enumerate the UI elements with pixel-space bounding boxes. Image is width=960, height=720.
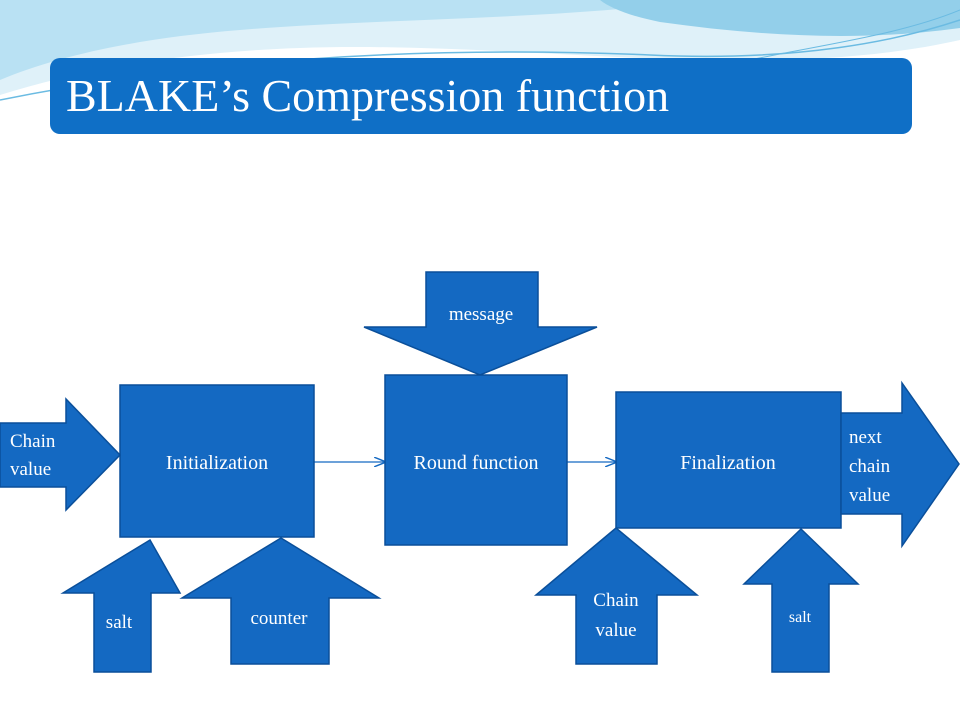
wave-band-dark — [600, 0, 960, 36]
salt-input-arrow-right: salt — [742, 527, 860, 673]
salt-left-label: salt — [106, 612, 133, 633]
chain-value-input-label-line2: value — [10, 459, 51, 480]
next-chain-value-output-arrow: next chain value — [840, 380, 960, 549]
finalization-box: Finalization — [615, 391, 842, 529]
next-chain-value-label-line1: next — [849, 427, 882, 448]
counter-label: counter — [251, 608, 309, 629]
chain-value-input-arrow: Chain value — [0, 397, 122, 512]
wave-band-mid — [0, 0, 700, 80]
initialization-label: Initialization — [166, 452, 268, 474]
message-input-arrow: message — [363, 271, 598, 376]
chain-value-input-label-line1: Chain — [10, 431, 56, 452]
round-function-box: Round function — [384, 374, 568, 546]
wave-line-2 — [749, 9, 960, 61]
chain-value-final-label-line2: value — [595, 620, 636, 641]
chain-value-final-label-line1: Chain — [593, 590, 639, 611]
message-label: message — [449, 304, 513, 325]
round-function-label: Round function — [414, 452, 539, 474]
next-chain-value-label-line2: chain — [849, 456, 891, 477]
salt-input-arrow-left: salt — [60, 538, 182, 673]
counter-input-arrow: counter — [179, 537, 382, 665]
title-bar: BLAKE’s Compression function — [50, 58, 912, 134]
salt-right-label: salt — [789, 609, 812, 626]
initialization-box: Initialization — [119, 384, 315, 538]
next-chain-value-label-line3: value — [849, 485, 890, 506]
chain-value-final-input-arrow: Chain value — [533, 527, 700, 665]
slide-title: BLAKE’s Compression function — [66, 70, 670, 121]
finalization-label: Finalization — [680, 452, 776, 474]
